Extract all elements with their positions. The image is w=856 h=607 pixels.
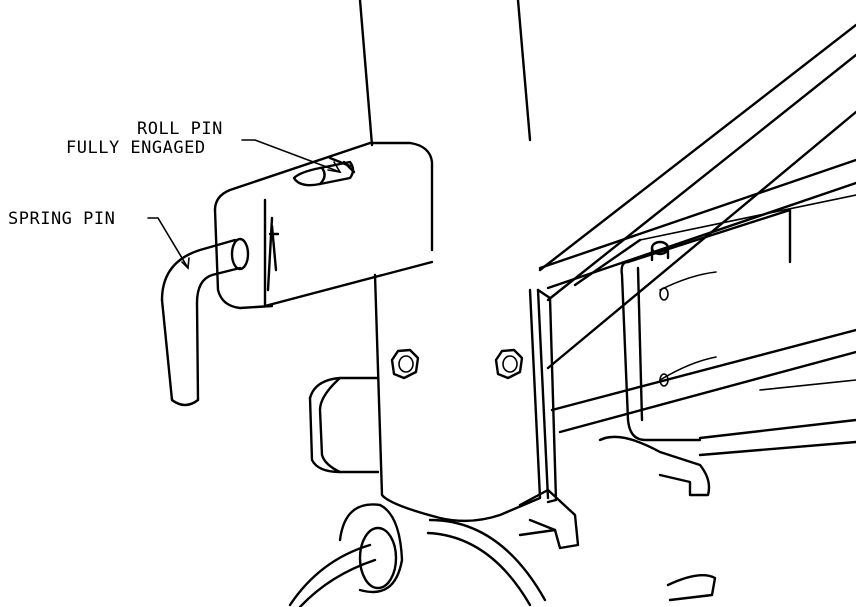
leader-roll-pin [241,139,342,174]
roll-pin-label: ROLL PIN [137,119,223,139]
roll-pin [292,156,356,187]
diagonal-brace [538,23,856,370]
clamp-housing [213,141,434,310]
hex-nut-right [494,348,524,380]
hex-nut-left [390,348,420,380]
vertical-post [358,0,558,523]
fully-engaged-label: FULLY ENGAGED [66,138,206,158]
leader-spring-pin [147,217,190,270]
spring-pin [160,237,250,407]
spring-pin-label: SPRING PIN [8,209,115,229]
bracket-plate [620,208,792,442]
stop-block [308,376,380,474]
wheel [288,503,717,607]
cross-frame-rail [538,158,856,457]
